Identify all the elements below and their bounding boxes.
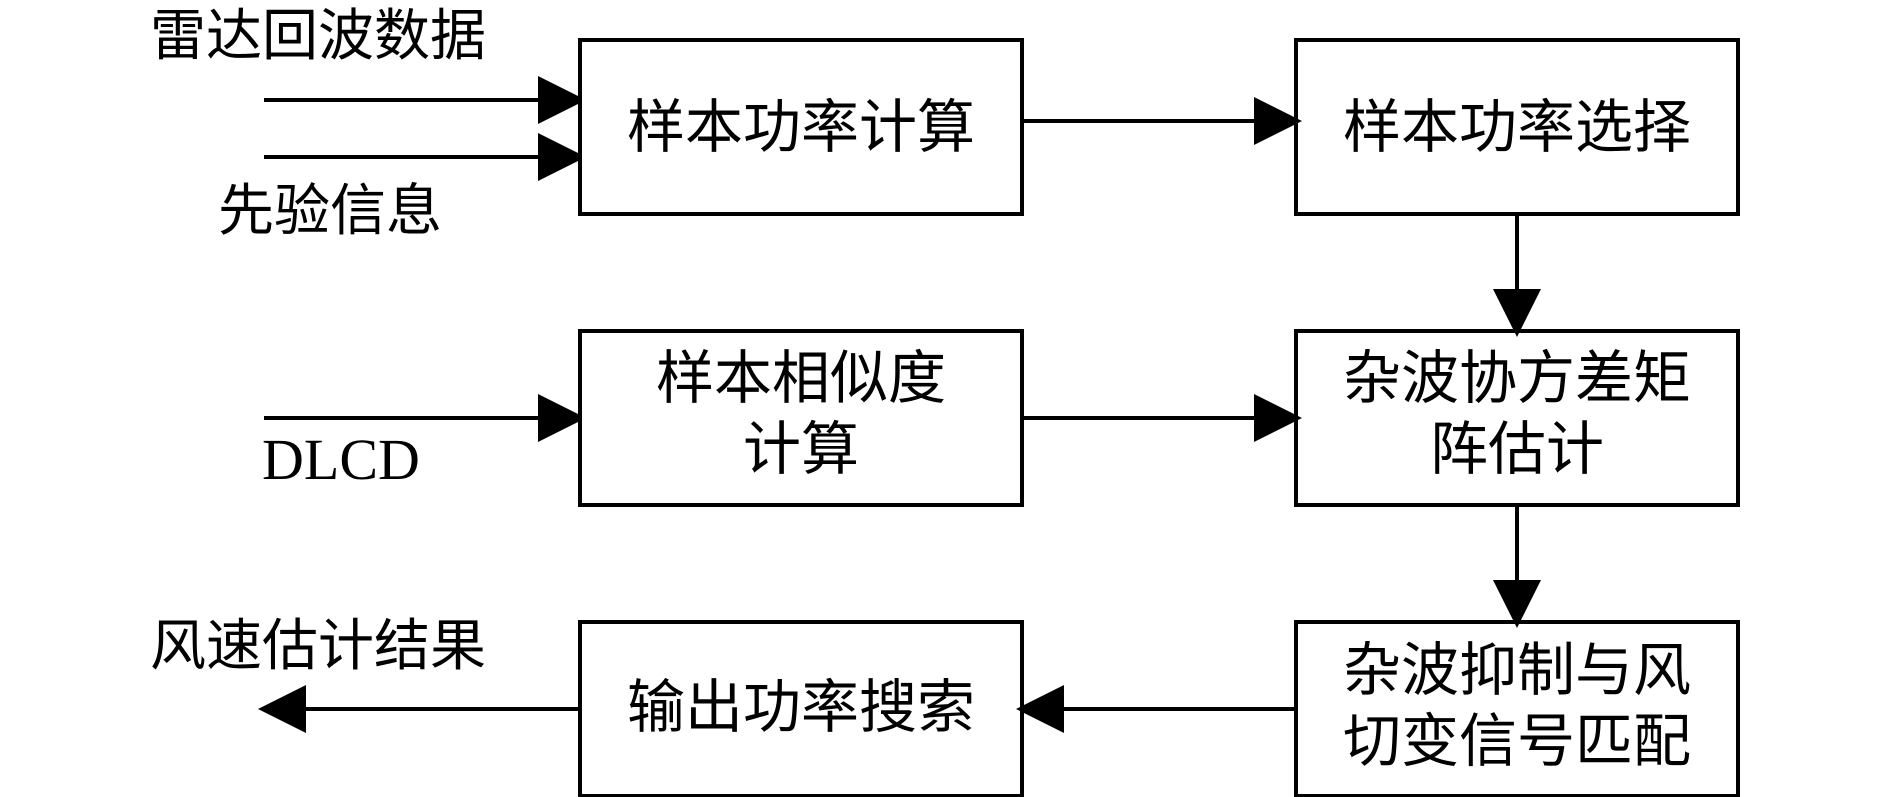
sample-power-selection-box <box>1294 38 1740 216</box>
clutter-covariance-line-1: 杂波协方差矩 <box>1343 344 1691 412</box>
sample-power-calculation-text: 样本功率计算 <box>627 93 975 161</box>
output-power-search-text: 输出功率搜索 <box>627 673 975 741</box>
sample-similarity-calculation-box <box>578 329 1024 507</box>
wind-speed-result-label: 风速估计结果 <box>150 614 486 679</box>
prior-information-label: 先验信息 <box>218 179 442 244</box>
dlcd-input-label: DLCD <box>262 427 420 492</box>
sample-similarity-line-2: 计算 <box>743 415 859 483</box>
clutter-covariance-line-2: 阵估计 <box>1430 415 1604 483</box>
clutter-suppression-line-2: 切变信号匹配 <box>1343 707 1691 775</box>
clutter-suppression-line-1: 杂波抑制与风 <box>1343 636 1691 704</box>
sample-power-selection-text: 样本功率选择 <box>1343 93 1691 161</box>
clutter-suppression-matching-box <box>1294 620 1740 797</box>
radar-echo-data-label: 雷达回波数据 <box>150 4 486 69</box>
sample-similarity-line-1: 样本相似度 <box>656 344 946 412</box>
output-power-search-box <box>578 620 1024 797</box>
sample-power-calculation-box <box>578 38 1024 216</box>
